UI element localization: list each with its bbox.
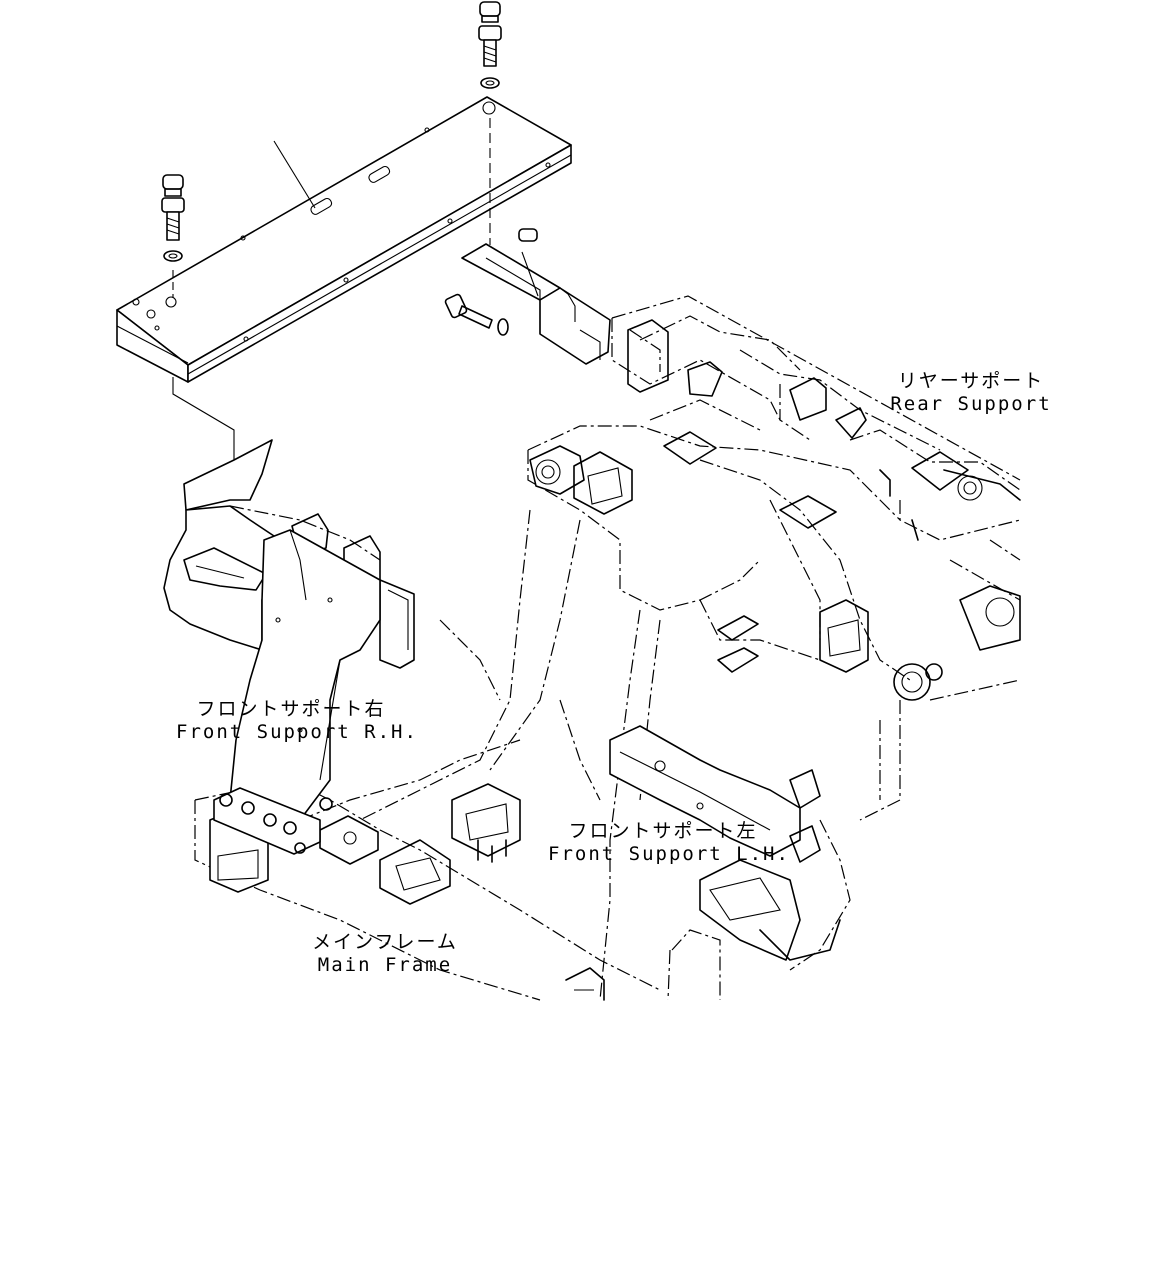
front-support-lh-label-en: Front Support L.H.	[548, 843, 790, 865]
main-frame-label: メインフレーム Main Frame	[310, 931, 460, 977]
main-frame-tube	[439, 619, 601, 801]
front-support-rh-label-en: Front Support R.H.	[176, 721, 418, 743]
front-support-rh	[163, 439, 415, 855]
front-support-lh-label: フロントサポート左 Front Support L.H.	[548, 820, 790, 866]
main-frame-label-jp: メインフレーム	[312, 931, 458, 953]
hardware-stack-left	[161, 174, 185, 298]
main-frame	[194, 399, 1021, 1001]
front-support-rh-label-jp: フロントサポート右	[196, 698, 386, 720]
rear-support-frame	[611, 295, 1021, 651]
leader-line	[172, 377, 235, 484]
rear-support-bracket	[461, 243, 611, 365]
rear-support-label: リヤーサポート Rear Support	[890, 370, 1052, 416]
main-frame-label-en: Main Frame	[317, 954, 453, 976]
front-support-lh-label-jp: フロントサポート左	[568, 820, 758, 842]
side-bolt	[444, 228, 538, 336]
mounting-plate	[116, 96, 572, 383]
front-support-rh-label: フロントサポート右 Front Support R.H.	[176, 698, 418, 744]
rear-support-label-en: Rear Support	[890, 393, 1052, 415]
rear-support-label-jp: リヤーサポート	[897, 370, 1045, 392]
hardware-stack-right	[478, 1, 502, 245]
